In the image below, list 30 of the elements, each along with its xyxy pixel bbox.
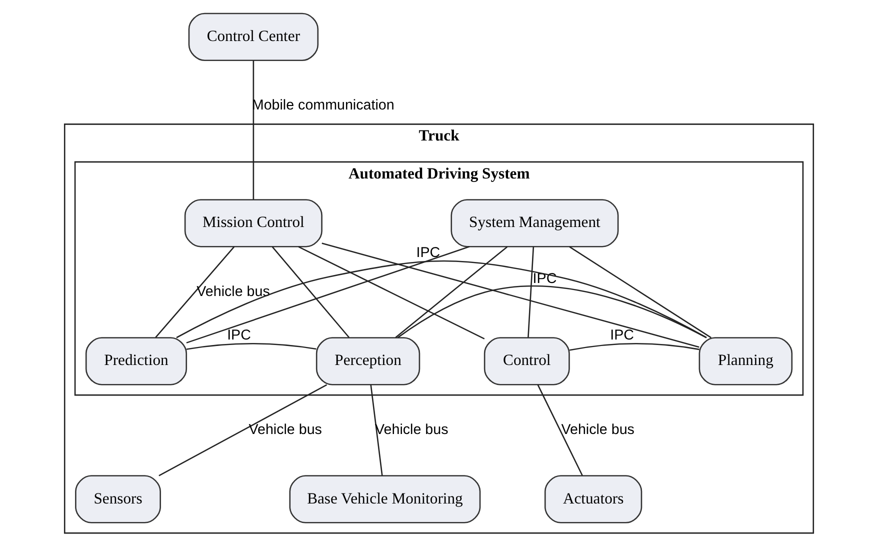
connector bbox=[272, 246, 350, 338]
connector bbox=[528, 246, 534, 338]
connector bbox=[186, 342, 316, 350]
node-box: Base Vehicle Monitoring bbox=[289, 475, 481, 524]
connector bbox=[252, 60, 254, 200]
edge-label: Vehicle bus bbox=[196, 284, 270, 300]
node-box: Control Center bbox=[188, 12, 319, 62]
edge-label: IPC bbox=[416, 244, 440, 261]
edge-label: IPC bbox=[610, 327, 634, 344]
edge-label: IPC bbox=[227, 327, 251, 344]
connector bbox=[322, 242, 700, 348]
edge-label: Vehicle bus bbox=[561, 422, 634, 438]
node-box: Actuators bbox=[544, 475, 642, 524]
edge-label: Vehicle bus bbox=[248, 422, 322, 438]
connector bbox=[186, 246, 470, 344]
connector bbox=[397, 286, 707, 338]
connector bbox=[176, 260, 707, 338]
connector bbox=[569, 246, 712, 338]
node-box: Sensors bbox=[75, 475, 161, 524]
node-box: Prediction bbox=[85, 337, 188, 386]
connector bbox=[298, 246, 485, 340]
node-box: Planning bbox=[698, 337, 793, 386]
node-box: Perception bbox=[316, 337, 420, 386]
node-box: Mission Control bbox=[184, 199, 322, 248]
connector bbox=[370, 384, 383, 476]
node-box: System Management bbox=[450, 199, 619, 248]
node-box: Control bbox=[484, 337, 570, 386]
connector bbox=[395, 246, 508, 338]
connector bbox=[155, 246, 235, 338]
connector bbox=[570, 342, 700, 351]
